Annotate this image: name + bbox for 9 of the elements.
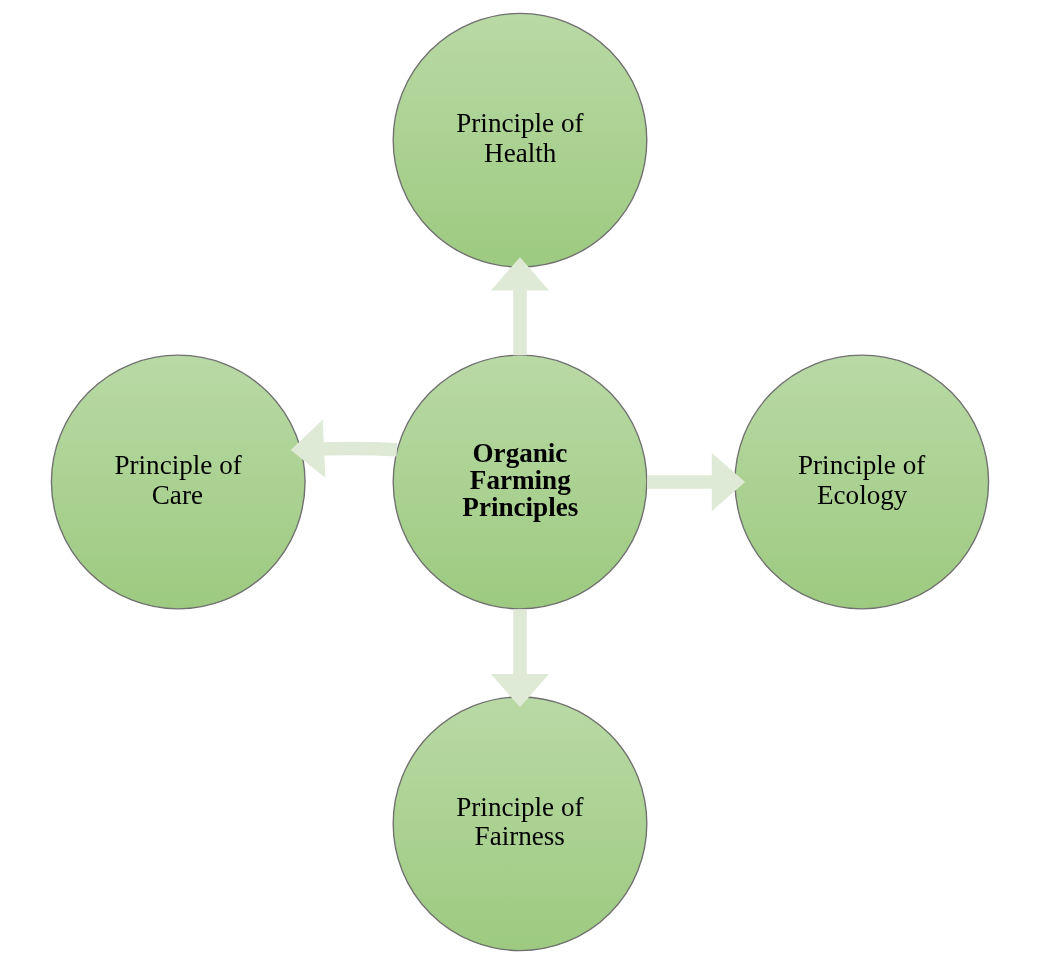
node-circle: Organic Farming Principles	[392, 354, 647, 610]
node-circle: Principle of Fairness	[392, 696, 647, 952]
arrow	[646, 452, 745, 512]
arrow	[490, 257, 549, 356]
node-circle: Principle of Ecology	[733, 354, 989, 610]
arrow	[290, 419, 397, 478]
node-circle: Principle of Health	[392, 12, 647, 268]
node-circle: Principle of Care	[50, 354, 306, 610]
arrow	[490, 609, 549, 708]
